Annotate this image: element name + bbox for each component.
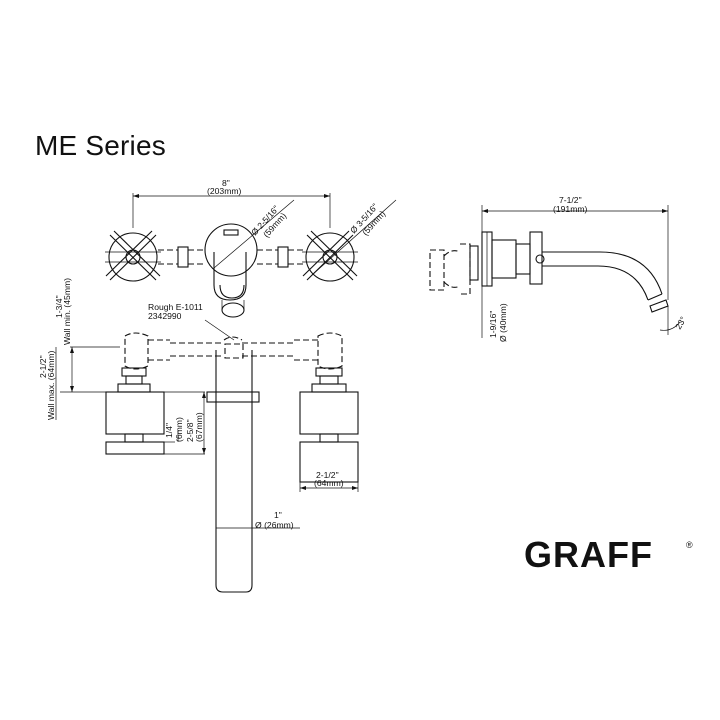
side-view: 7-1/2" (191mm) 23° 1-9/16" Ø (40mm): [429, 195, 688, 342]
dim-wall-min-mm: Wall min. (45mm): [62, 278, 72, 345]
dim-spout-pipe: 1": [274, 510, 282, 520]
dim-side-length-mm: (191mm): [553, 204, 588, 214]
dim-wall-max-mm: Wall max. (64mm): [46, 350, 56, 420]
dim-angle: 23°: [673, 315, 688, 331]
dim-side-height: 1-9/16": [488, 311, 498, 338]
dim-side-length: 7-1/2": [559, 195, 582, 205]
dim-quarter-mm: (6mm): [174, 417, 184, 442]
dim-258-mm: (67mm): [194, 412, 204, 442]
brand-wordmark: GRAFF: [524, 536, 653, 572]
dim-258: 2-5/8": [185, 419, 195, 442]
dim-wall-max: 2-1/2": [38, 355, 48, 378]
top-view: 8" (203mm): [105, 178, 397, 318]
dim-plate-width-mm: (64mm): [314, 478, 344, 488]
page-title: ME Series: [35, 130, 166, 161]
dim-top-width-mm: (203mm): [207, 186, 242, 196]
graff-logo: GRAFF ®: [524, 536, 693, 572]
front-view: Rough E-1011 2342990: [38, 278, 359, 593]
rough-number: 2342990: [148, 311, 182, 321]
dim-top-width: 8": [222, 178, 230, 188]
registered-mark: ®: [686, 540, 693, 550]
rough-label: Rough E-1011: [148, 302, 203, 312]
dim-plate-width: 2-1/2": [316, 470, 339, 480]
dim-spout-pipe-mm: Ø (26mm): [255, 520, 294, 530]
dim-side-height-mm: Ø (40mm): [498, 303, 508, 342]
dim-wall-min: 1-3/4": [54, 295, 64, 318]
dim-quarter: 1/4": [164, 423, 174, 438]
